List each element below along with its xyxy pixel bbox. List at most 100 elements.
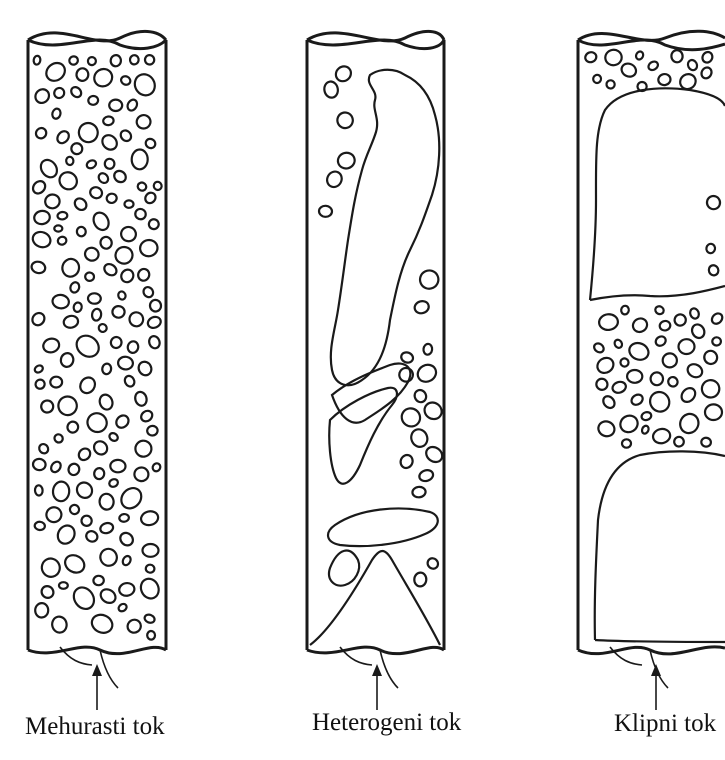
gas-bubble [412,388,428,404]
gas-bubble [44,193,61,209]
gas-bubble [143,544,159,557]
gas-bubble [131,71,159,99]
gas-bubble [83,246,100,262]
gas-bubble [33,210,51,226]
gas-bubble [118,356,134,370]
gas-bubble [650,372,663,386]
gas-bubble [685,362,704,380]
flow-direction-arrow [92,664,102,710]
gas-bubble [135,113,152,130]
gas-bubble [97,171,110,184]
gas-bubble [698,377,722,401]
gas-bubble [323,80,339,98]
gas-bubble [647,60,660,72]
gas-bubble [35,603,49,618]
gas-bubble [119,128,134,143]
gas-bubble [114,245,134,265]
gas-bubble [35,485,43,496]
gas-bubble [76,68,89,82]
gas-bubble [134,391,149,408]
gas-bubble [662,353,677,368]
gas-bubble [30,260,46,274]
gas-bubble [43,59,69,84]
gas-bubble [33,86,52,105]
gas-bubble [139,409,154,424]
gas-bubble [104,158,114,169]
gas-bubble [53,433,65,445]
gas-bubble [109,100,122,111]
gas-bubble [630,393,645,407]
gas-bubble [335,110,355,130]
gas-bubble [106,193,118,204]
gas-bubble [619,357,630,368]
gas-bubble [592,74,602,84]
gas-bubble [646,388,673,415]
gas-bubble [84,529,99,543]
gas-bubble [88,95,99,106]
gas-bubble [136,359,153,377]
gas-bubble [56,169,80,193]
gas-bubble [621,305,630,315]
gas-bubble [143,613,155,624]
gas-bubble [132,149,148,169]
gas-bubble [128,311,144,327]
gas-bubble [592,342,605,355]
gas-bubble [108,478,119,488]
gas-bubble [147,335,161,350]
gas-bubble [93,575,104,585]
gas-bubble [146,315,162,330]
gas-bubble [91,308,102,321]
gas-bubble [398,367,414,383]
gas-bubble [153,181,163,191]
gas-bubble [52,86,66,100]
gas-bubble [57,211,68,220]
gas-bubble [119,225,137,243]
gas-bubble [413,300,430,315]
gas-bubble [66,156,74,165]
gas-bubble [117,602,128,612]
gas-bubbles [30,54,163,640]
gas-bubble [336,151,356,170]
gas-bubble [147,425,158,436]
churn-flow-tube [307,31,445,688]
gas-bubble [49,460,63,474]
gas-bubble [97,323,108,334]
gas-bubble [98,546,120,568]
gas-bubble [657,73,671,86]
gas-bubble [74,479,95,500]
gas-bubble [666,375,679,388]
gas-bubble [659,320,672,332]
gas-bubble [690,322,707,340]
gas-bubble [51,615,68,633]
gas-bubble [641,411,653,421]
gas-bubble [39,398,55,414]
gas-bubble [418,468,434,482]
gas-bubble [324,169,344,190]
gas-bubble [613,338,623,349]
gas-bubble [88,293,101,304]
gas-bubble [76,446,92,462]
gas-bubble [76,121,100,145]
gas-bubble [99,522,114,535]
gas-bubble [69,85,83,99]
gas-bubble [596,419,616,438]
gas-bubble [701,437,712,447]
gas-bubble [67,462,81,477]
gas-bubble [55,129,71,146]
gas-bubble [39,584,56,601]
gas-bubble [34,126,49,141]
gas-bubble [423,444,445,465]
gas-bubble [701,50,715,64]
gas-bubble [120,75,132,86]
gas-bubble [134,440,152,458]
gas-bubble [136,267,150,282]
gas-bubble [125,617,143,635]
gas-bubble [76,226,86,237]
gas-bubble [119,513,130,522]
gas-bubble [69,281,81,294]
gas-bubble [140,510,160,527]
gas-bubble [144,54,155,65]
gas-bubble [415,362,439,385]
gas-bubble [144,137,157,150]
gas-bubble [127,340,140,354]
